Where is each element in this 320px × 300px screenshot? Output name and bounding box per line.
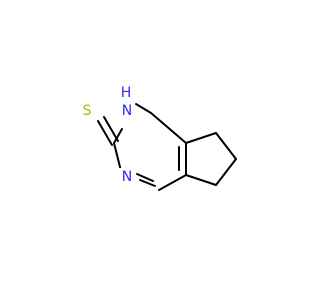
atom-nh: H (118, 84, 134, 102)
bond-c7a-c7 (185, 132, 217, 144)
bond-n1-c7a (135, 103, 152, 114)
bond-n3-c4-b (136, 173, 154, 182)
bond-c2-s-a (103, 116, 119, 142)
bond-c5-c4a (185, 174, 217, 186)
bond-c2-n1 (113, 128, 123, 144)
atom-n1: N (119, 102, 135, 120)
bond-c7-c6 (215, 132, 237, 160)
atom-label-n1: N (122, 103, 132, 119)
bond-c4-c4a (158, 174, 187, 191)
bonds (97, 103, 237, 191)
atom-label-n3: N (122, 169, 132, 185)
structure-canvas: S H N N (80, 84, 237, 191)
atom-n3: N (119, 168, 135, 186)
atom-labels: S H N N (80, 84, 135, 186)
atom-label-h: H (121, 85, 132, 101)
bond-c6-c5 (215, 158, 237, 186)
atom-s: S (80, 102, 94, 120)
bond-c2-s-b (97, 120, 113, 146)
molecule-diagram: S H N N (80, 84, 237, 191)
bond-n3-c4-a (139, 179, 156, 187)
atom-label-s: S (83, 103, 92, 119)
bond-c7a-n1 (150, 112, 187, 144)
